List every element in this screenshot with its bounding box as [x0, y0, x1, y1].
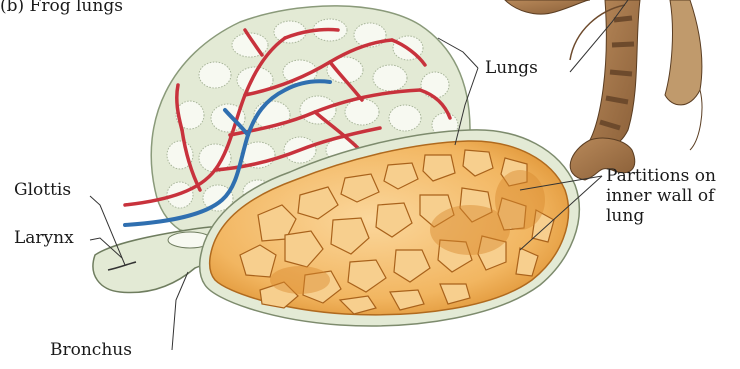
panel-title: (b) Frog lungs — [0, 0, 123, 16]
glottis-label: Glottis — [14, 180, 71, 200]
larynx-label: Larynx — [14, 228, 74, 248]
bronchus-leader — [172, 272, 188, 350]
partitions-label: Partitions on inner wall of lung — [606, 166, 716, 226]
bronchus-label: Bronchus — [50, 340, 132, 360]
lungs-label: Lungs — [485, 58, 538, 78]
